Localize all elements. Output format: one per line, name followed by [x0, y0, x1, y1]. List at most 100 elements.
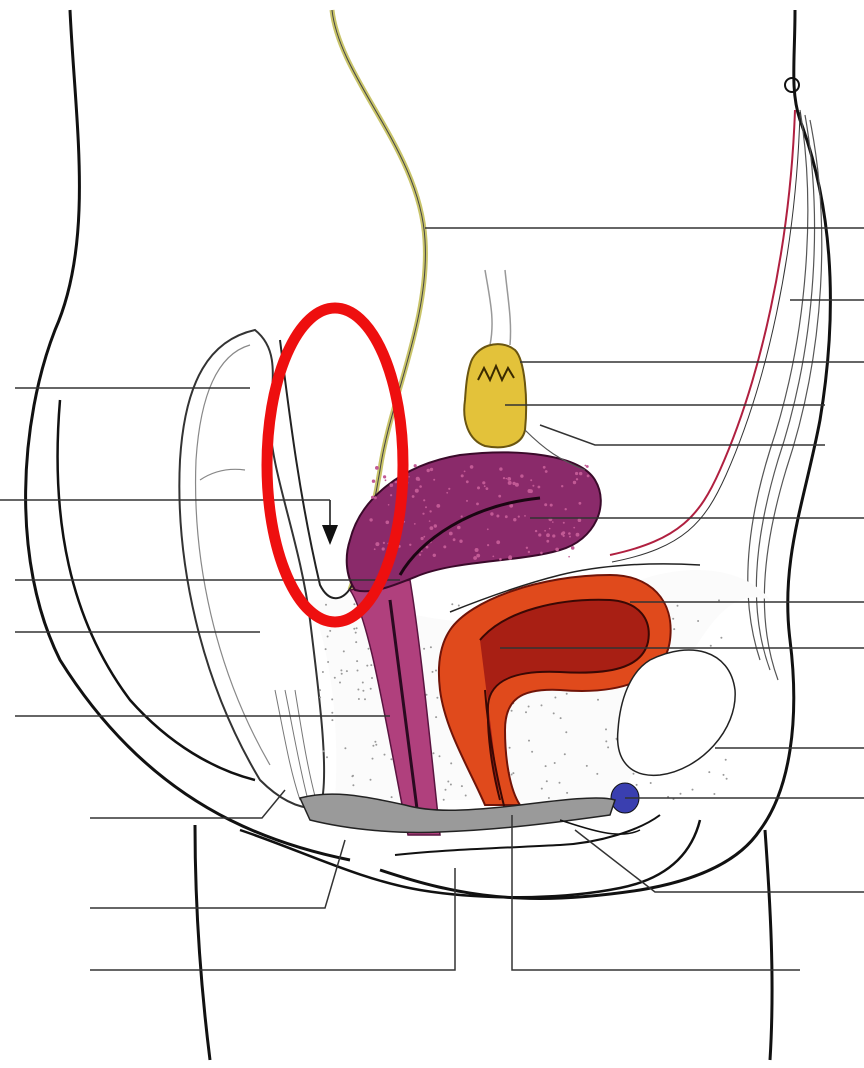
uterus-texture-dot: [486, 487, 489, 490]
uterus-texture-dot: [526, 547, 528, 549]
stipple-dot: [433, 752, 435, 754]
uterus-texture-dot: [545, 470, 548, 473]
stipple-dot: [351, 775, 353, 777]
stipple-dot: [327, 636, 329, 638]
uterus-texture-dot: [390, 494, 392, 496]
stipple-dot: [443, 799, 445, 801]
uterus-texture-dot: [412, 495, 415, 498]
uterus-texture-dot: [408, 476, 410, 478]
stipple-dot: [531, 751, 533, 753]
uterus-texture-dot: [513, 518, 516, 521]
uterus-texture-dot: [499, 558, 502, 561]
stipple-dot: [559, 782, 561, 784]
stipple-dot: [548, 797, 550, 799]
stipple-dot: [725, 759, 727, 761]
uterus-texture-dot: [421, 537, 424, 540]
stipple-dot: [545, 765, 547, 767]
uterus-texture-dot: [466, 500, 468, 502]
stipple-dot: [720, 637, 722, 639]
uterus-texture-dot: [538, 486, 541, 489]
uterus-texture-dot: [561, 485, 563, 487]
uterus-texture-dot: [423, 536, 425, 538]
stipple-dot: [541, 788, 543, 790]
uterus-texture-dot: [476, 554, 480, 558]
stipple-dot: [370, 779, 372, 781]
stipple-dot: [564, 753, 566, 755]
uterus-texture-dot: [532, 485, 534, 487]
stipple-dot: [596, 773, 598, 775]
uterus-texture-dot: [369, 518, 372, 521]
stipple-dot: [341, 673, 343, 675]
stipple-dot: [633, 773, 635, 775]
stipple-dot: [334, 677, 336, 679]
uterus-texture-dot: [552, 521, 554, 523]
uterus-texture-dot: [429, 510, 431, 512]
uterus-texture-dot: [496, 540, 500, 544]
stipple-dot: [436, 697, 438, 699]
uterus-texture-dot: [476, 503, 479, 506]
stipple-dot: [607, 746, 609, 748]
leader-line-11: [575, 830, 864, 892]
stipple-dot: [384, 754, 386, 756]
uterus-texture-dot: [528, 489, 532, 493]
uterus-texture-dot: [419, 485, 422, 488]
perineum-outline: [240, 820, 700, 897]
stipple-dot: [528, 740, 530, 742]
uterus-texture-dot: [421, 550, 423, 552]
uterus-texture-dot: [544, 503, 547, 506]
uterus-texture-dot: [540, 552, 543, 555]
stipple-dot: [509, 747, 511, 749]
stipple-dot: [370, 688, 372, 690]
uterus-texture-dot: [549, 528, 551, 530]
uterus-texture-dot: [498, 495, 501, 498]
stipple-dot: [554, 697, 556, 699]
uterus-texture-dot: [546, 533, 550, 537]
uterus-texture-dot: [490, 512, 493, 515]
stipple-dot: [450, 762, 452, 764]
stipple-dot: [465, 795, 467, 797]
stipple-dot: [565, 731, 567, 733]
umbilicus: [785, 78, 799, 92]
uterus-texture-dot: [382, 547, 385, 550]
uterus-texture-dot: [515, 483, 519, 487]
stipple-dot: [325, 648, 327, 650]
stipple-dot: [461, 785, 463, 787]
stipple-dot: [680, 793, 682, 795]
uterus-texture-dot: [436, 504, 440, 508]
uterus-texture-dot: [487, 544, 489, 546]
stipple-dot: [566, 792, 568, 794]
stipple-dot: [445, 789, 447, 791]
uterus-texture-dot: [563, 535, 565, 537]
uterus-texture-dot: [550, 504, 553, 507]
stipple-dot: [718, 599, 720, 601]
uterus-texture-dot: [499, 467, 502, 470]
uterus-texture-dot: [528, 551, 530, 553]
uterus-texture-dot: [492, 556, 494, 558]
uterus-texture-dot: [538, 533, 541, 536]
stipple-dot: [331, 719, 333, 721]
stipple-dot: [723, 774, 725, 776]
stipple-dot: [352, 784, 354, 786]
leader-line-20: [90, 868, 455, 970]
stipple-dot: [319, 689, 321, 691]
uterus-texture-dot: [573, 527, 575, 529]
uterus-texture-dot: [568, 556, 570, 558]
uterus-texture-dot: [587, 475, 590, 478]
stipple-dot: [426, 694, 428, 696]
stipple-dot: [560, 717, 562, 719]
stipple-dot: [597, 699, 599, 701]
uterus-texture-dot: [470, 465, 474, 469]
stipple-dot: [353, 603, 355, 605]
stipple-dot: [364, 698, 366, 700]
stipple-dot: [430, 646, 432, 648]
stipple-dot: [605, 728, 607, 730]
uterus-texture-dot: [461, 474, 464, 477]
uterus-texture-dot: [375, 466, 379, 470]
uterus-texture-dot: [507, 477, 511, 481]
uterus-texture-dot: [520, 474, 523, 477]
uterus-texture-dot: [552, 534, 555, 537]
uterus-texture-dot: [543, 466, 546, 469]
stipple-dot: [340, 669, 342, 671]
uterus-texture-dot: [372, 480, 375, 483]
uterus-texture-dot: [555, 548, 559, 552]
